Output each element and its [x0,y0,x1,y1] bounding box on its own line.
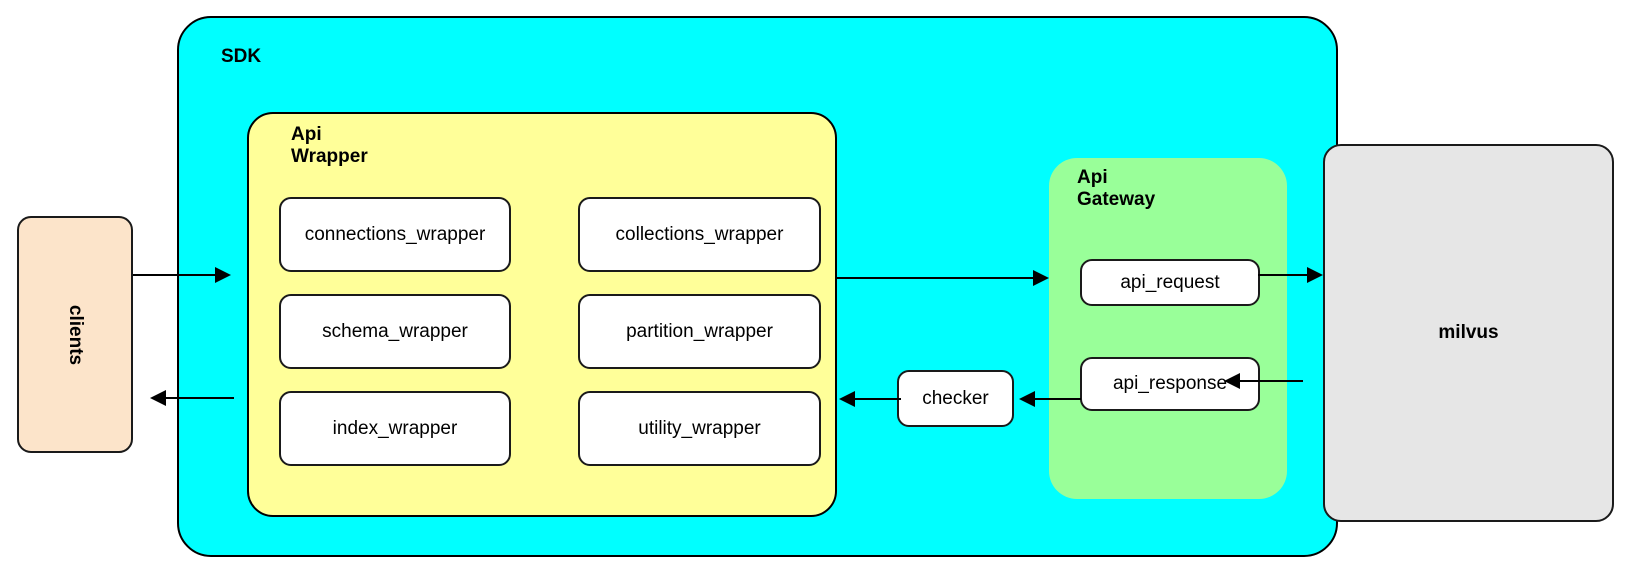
module-partition-wrapper[interactable]: partition_wrapper [578,294,821,369]
api-gateway-container[interactable]: Api Gateway api_request api_response [1049,158,1287,499]
edge-apiresponse-to-checker-arrow [1019,391,1035,407]
module-schema-wrapper[interactable]: schema_wrapper [279,294,511,369]
module-index-wrapper[interactable]: index_wrapper [279,391,511,466]
edge-apiwrapper-to-gateway-arrow [1033,270,1049,286]
clients-box[interactable]: clients [17,216,133,453]
edge-milvus-to-apiresponse-arrow [1224,373,1240,389]
edge-apiresponse-to-checker-line [1035,398,1081,400]
checker-label: checker [922,387,989,409]
api-wrapper-container[interactable]: Api Wrapper connections_wrapper collecti… [247,112,837,517]
module-label: index_wrapper [332,417,458,439]
module-collections-wrapper[interactable]: collections_wrapper [578,197,821,272]
edge-sdk-to-clients-arrow [150,390,166,406]
edge-apiwrapper-to-gateway-line [837,277,1033,279]
edge-sdk-to-clients-line [166,397,234,399]
module-utility-wrapper[interactable]: utility_wrapper [578,391,821,466]
api-wrapper-title: Api Wrapper [291,124,368,168]
edge-clients-to-sdk-line [133,274,215,276]
api-response-label: api_response [1112,373,1228,394]
edge-milvus-to-apiresponse-line [1240,380,1303,382]
edge-apirequest-to-milvus-arrow [1307,267,1323,283]
api-request-label: api_request [1120,271,1220,293]
api-request-box[interactable]: api_request [1080,259,1260,306]
module-label: schema_wrapper [322,320,468,342]
sdk-container[interactable]: SDK Api Wrapper connections_wrapper coll… [177,16,1338,557]
sdk-title: SDK [221,46,262,67]
milvus-box[interactable]: milvus [1323,144,1614,522]
edge-clients-to-sdk-arrow [215,267,231,283]
edge-checker-to-apiwrapper-arrow [839,391,855,407]
edge-checker-to-apiwrapper-line [855,398,901,400]
milvus-label: milvus [1438,322,1499,343]
clients-label: clients [64,304,86,365]
checker-box[interactable]: checker [897,370,1014,427]
edge-apirequest-to-milvus-line [1258,274,1313,276]
module-label: collections_wrapper [615,223,784,245]
api-gateway-title: Api Gateway [1077,167,1156,211]
module-label: connections_wrapper [304,223,486,245]
module-label: utility_wrapper [638,417,761,439]
module-connections-wrapper[interactable]: connections_wrapper [279,197,511,272]
module-label: partition_wrapper [626,320,773,342]
